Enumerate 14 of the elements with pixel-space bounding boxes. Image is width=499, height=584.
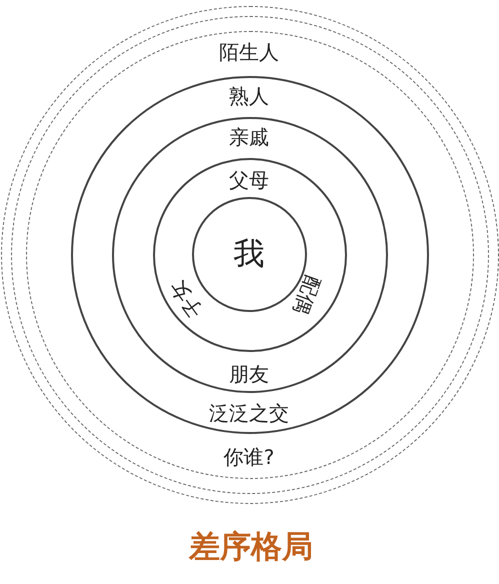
circle bbox=[112, 116, 388, 392]
circle bbox=[70, 76, 428, 434]
ring-label: 熟人 bbox=[229, 85, 269, 107]
ring-label: 朋友 bbox=[229, 363, 269, 385]
ring-label: 父母 bbox=[229, 169, 269, 191]
ring-label: 子女 bbox=[165, 276, 207, 322]
ring-label: 泛泛之交 bbox=[209, 402, 289, 424]
ring-label: 亲戚 bbox=[229, 126, 269, 148]
ring-label: 你谁? bbox=[224, 446, 274, 468]
diagram-title: 差序格局 bbox=[189, 530, 313, 564]
ring-label: 陌生人 bbox=[219, 41, 279, 63]
circle bbox=[152, 158, 346, 352]
ring-label: 配偶 bbox=[290, 272, 324, 318]
center-label: 我 bbox=[234, 236, 264, 272]
